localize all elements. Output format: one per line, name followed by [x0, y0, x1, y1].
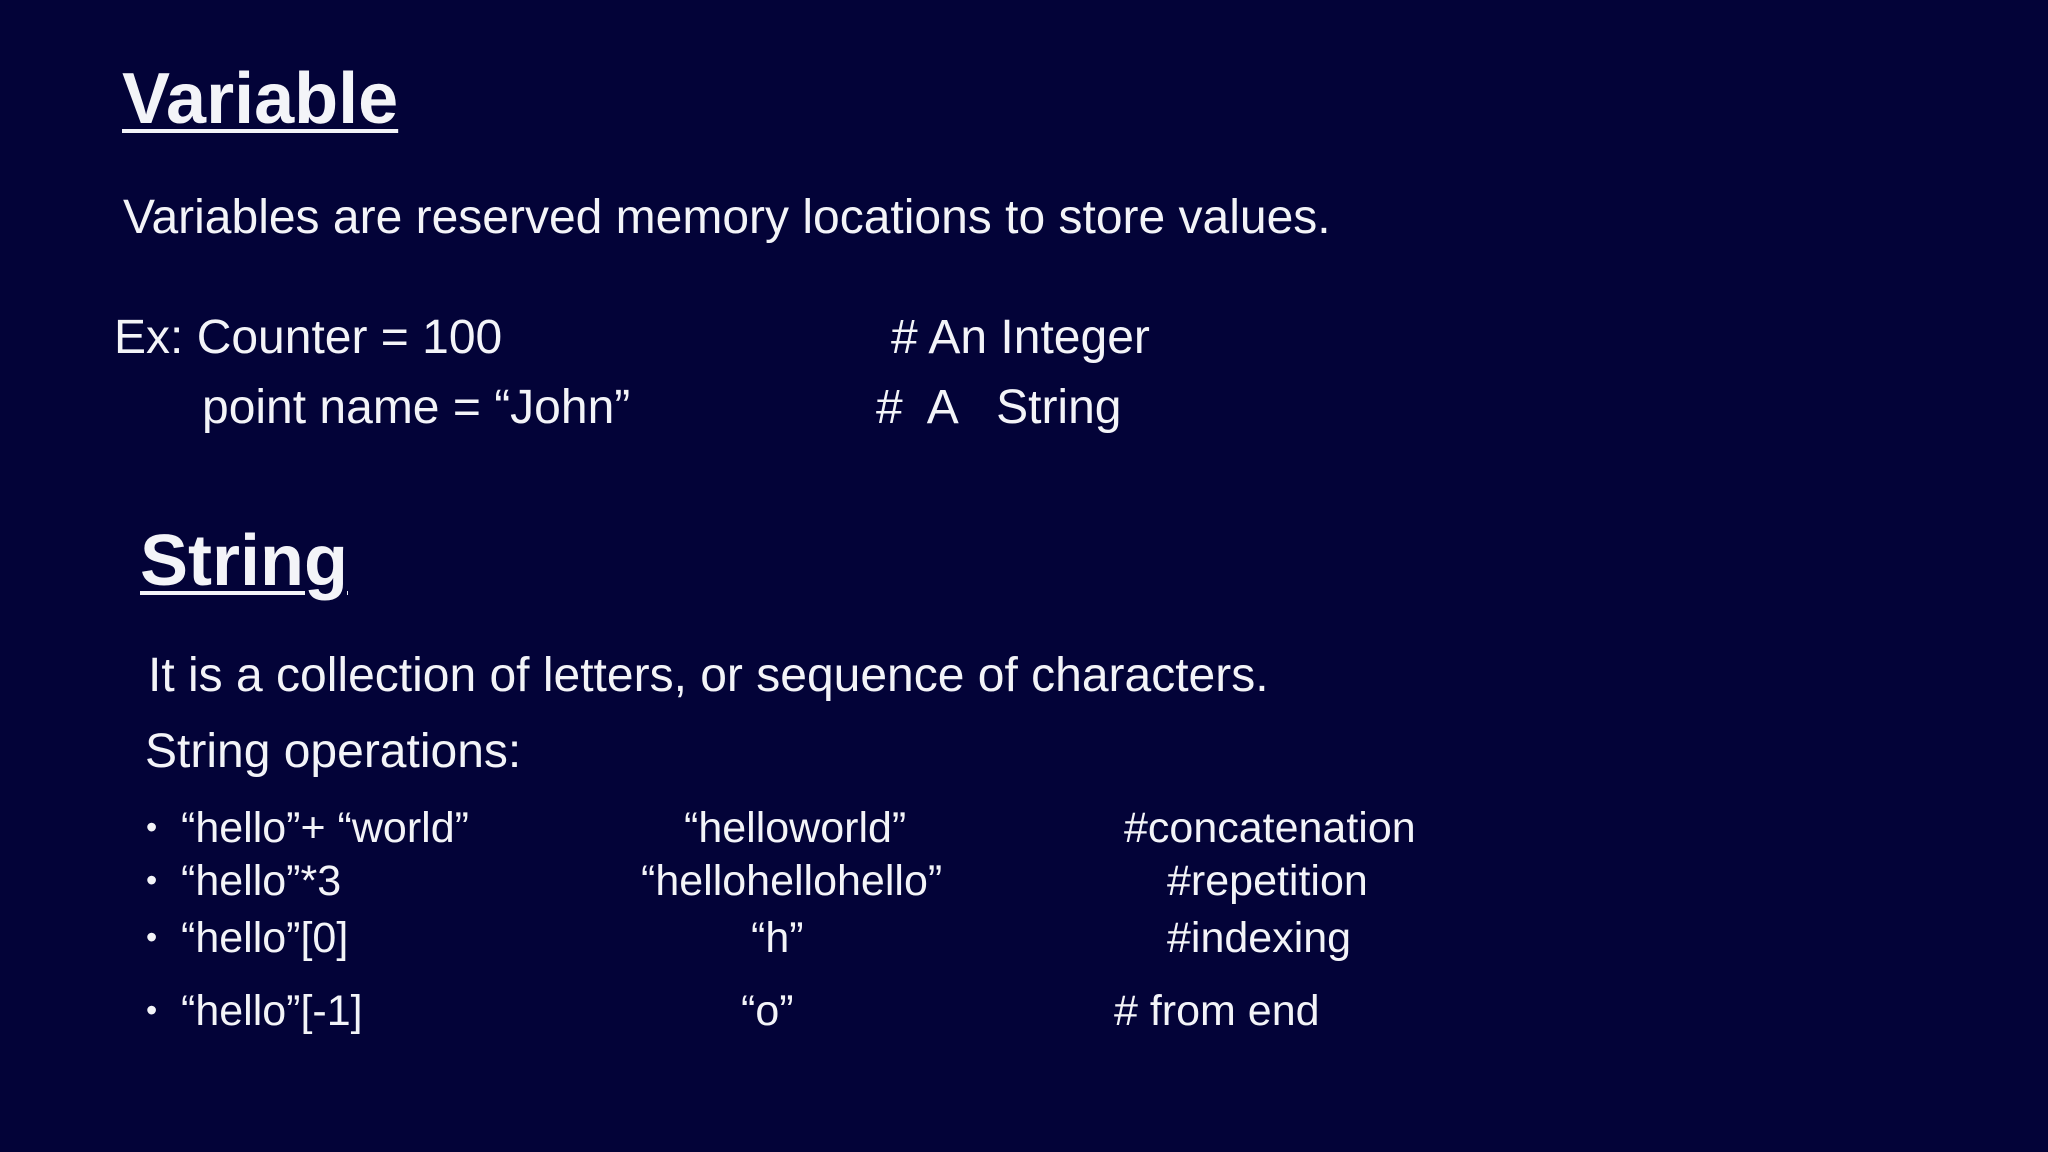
operation-result: “helloworld”	[684, 804, 907, 852]
example-code-counter: Ex: Counter = 100	[114, 311, 503, 364]
operation-comment: #concatenation	[1124, 804, 1416, 852]
operation-row-from-end: • “hello”[-1] “o” # from end	[146, 987, 1846, 1040]
string-title: String	[140, 521, 348, 601]
example-code-point-name: point name = “John”	[202, 381, 631, 434]
operation-expression: “hello”*3	[181, 857, 342, 905]
variable-description: Variables are reserved memory locations …	[123, 191, 1331, 244]
string-operations-label: String operations:	[145, 725, 522, 778]
string-description: It is a collection of letters, or sequen…	[148, 649, 1269, 702]
operation-row-repetition: • “hello”*3 “hellohellohello” #repetitio…	[146, 857, 1846, 910]
operation-expression: “hello”[-1]	[181, 987, 363, 1035]
operation-result: “hellohellohello”	[641, 857, 943, 905]
operation-comment: #indexing	[1167, 914, 1352, 962]
bullet-icon: •	[146, 862, 158, 898]
operation-expression: “hello”[0]	[181, 914, 349, 962]
example-row-counter: Ex: Counter = 100 # An Integer	[114, 311, 1714, 382]
operation-expression: “hello”+ “world”	[181, 804, 469, 852]
example-comment-string: # A String	[876, 381, 1122, 434]
operation-result: “o”	[741, 987, 794, 1035]
operation-row-indexing: • “hello”[0] “h” #indexing	[146, 914, 1846, 967]
variable-examples: Ex: Counter = 100 # An Integer point nam…	[114, 311, 1714, 452]
operation-result: “h”	[751, 914, 804, 962]
bullet-icon: •	[146, 809, 158, 845]
example-comment-integer: # An Integer	[891, 311, 1150, 364]
operation-row-concatenation: • “hello”+ “world” “helloworld” #concate…	[146, 804, 1846, 857]
operation-comment: # from end	[1114, 987, 1320, 1035]
bullet-icon: •	[146, 919, 158, 955]
operation-comment: #repetition	[1167, 857, 1368, 905]
variable-title: Variable	[122, 59, 399, 139]
bullet-icon: •	[146, 992, 158, 1028]
example-row-point-name: point name = “John” # A String	[114, 381, 1714, 452]
